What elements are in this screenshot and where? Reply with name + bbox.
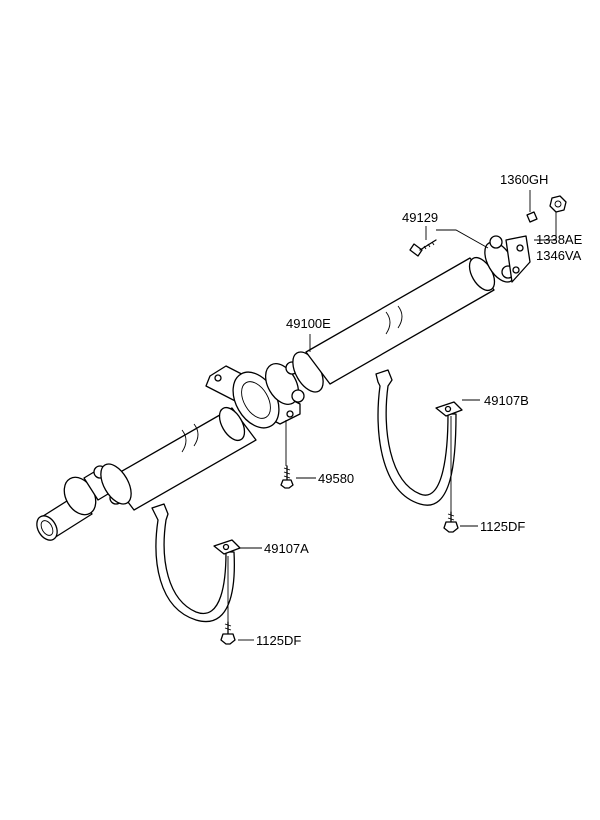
front-shaft-tube xyxy=(305,256,496,385)
washer xyxy=(526,211,538,223)
flange-nut xyxy=(549,195,567,213)
rear-universal-joint xyxy=(36,463,132,541)
hanger-a-bolt xyxy=(220,621,236,645)
label-1346VA: 1346VA xyxy=(536,248,582,263)
center-bolt xyxy=(280,465,294,489)
front-universal-joint xyxy=(484,235,531,283)
label-49580: 49580 xyxy=(318,471,354,486)
label-49107A: 49107A xyxy=(264,541,309,556)
hanger-a xyxy=(151,503,241,623)
leader-lines xyxy=(227,190,557,641)
label-1360GH: 1360GH xyxy=(500,172,548,187)
label-1125DF-a: 1125DF xyxy=(256,633,301,648)
hanger-b xyxy=(375,369,463,506)
rear-shaft-tube xyxy=(109,406,257,511)
center-bearing xyxy=(205,365,301,429)
label-1338AE: 1338AE xyxy=(536,232,583,247)
label-1125DF-b: 1125DF xyxy=(480,519,525,534)
label-49129: 49129 xyxy=(402,210,438,225)
center-universal-joint xyxy=(264,351,324,405)
front-bolt xyxy=(409,239,437,257)
hanger-b-bolt xyxy=(443,511,459,533)
label-49100E: 49100E xyxy=(286,316,331,331)
label-49107B: 49107B xyxy=(484,393,529,408)
